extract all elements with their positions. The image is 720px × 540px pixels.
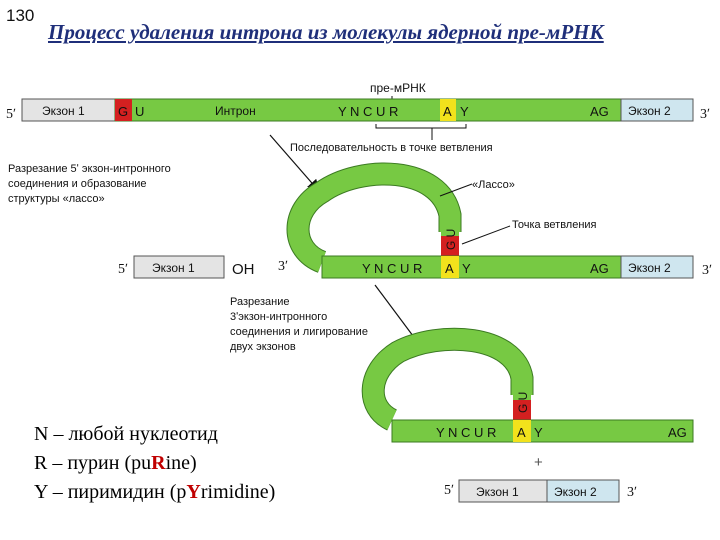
step2-text: Разрезание 3ʹэкзон-интронного соединения… [230, 296, 371, 353]
exon1-box-2 [133, 255, 225, 279]
exon2-label-2: Экзон 2 [628, 261, 671, 275]
five-prime-label-3: 5ʹ [444, 483, 454, 498]
legend-y: Y – пиримидин (pYrimidine) [34, 481, 276, 503]
step1-arrow [269, 134, 320, 192]
branch-seq-label: Последовательность в точке ветвления [290, 142, 493, 154]
seq-left-2: Y N C U R [362, 261, 422, 276]
legend-n: N – любой нуклеотид [34, 423, 218, 445]
premrna-label: пре-мРНК [370, 81, 426, 95]
a-letter-3: A [517, 425, 526, 440]
gu-box-bg-3 [513, 380, 531, 400]
branch-point-label: Точка ветвления [512, 219, 597, 231]
branch-seq-bracket [375, 124, 467, 129]
lasso-loop-3 [362, 328, 533, 430]
exon1-label-3: Экзон 1 [476, 485, 519, 499]
exon2-box-2 [620, 255, 694, 279]
oh-label: OH [232, 261, 255, 278]
three-prime-label-2: 3ʹ [702, 263, 712, 278]
gu-vertical-3: G U [516, 392, 530, 413]
gu-vertical: G U [444, 229, 458, 250]
g-box-lasso-3 [513, 400, 531, 420]
lasso-label: «Лассо» [472, 179, 515, 191]
u-letter: U [135, 104, 144, 119]
g-box [115, 99, 132, 121]
five-prime-label-2: 5ʹ [118, 262, 128, 277]
seq-left-3: Y N C U R [436, 425, 496, 440]
seq-right-3: Y [534, 425, 543, 440]
ag-label-3: AG [668, 425, 687, 440]
step1-text: Разрезание 5ʹ экзон-интронного соединени… [8, 163, 174, 205]
exon2-label-3: Экзон 2 [554, 485, 597, 499]
three-prime-label-3: 3ʹ [627, 485, 637, 500]
exon1-label-2: Экзон 1 [152, 261, 195, 275]
a-box-2 [441, 256, 459, 278]
exon1-label: Экзон 1 [42, 104, 85, 118]
g-box-lasso [441, 236, 459, 256]
ag-label-2: AG [590, 261, 609, 276]
gu-box-bg [441, 216, 459, 236]
seq-right-2: Y [462, 261, 471, 276]
legend-r: R – пурин (puRine) [34, 452, 197, 474]
exon2-label: Экзон 2 [628, 104, 671, 118]
seq-right: Y [460, 104, 469, 119]
lasso-loop [287, 163, 461, 272]
three-prime-label: 3ʹ [700, 107, 710, 122]
a-letter-2: A [445, 261, 454, 276]
plus-sign: + [534, 454, 543, 471]
ag-label: AG [590, 104, 609, 119]
slide-number: 130 [6, 6, 35, 25]
a-box [440, 99, 456, 121]
intron-label: Интрон [215, 104, 256, 118]
page-title: Процесс удаления интрона из молекулы яде… [48, 20, 604, 44]
five-prime-label: 5ʹ [6, 107, 16, 122]
exon2-box [620, 98, 694, 122]
a-letter: A [443, 104, 452, 119]
exon2-box-3 [546, 479, 620, 503]
seq-left: Y N C U R [338, 104, 398, 119]
a-box-3 [513, 420, 531, 442]
intron-bar-3 [391, 419, 694, 443]
oh-three-prime: 3ʹ [278, 259, 288, 274]
g-letter: G [118, 104, 128, 119]
legend: N – любой нуклеотид R – пурин (puRine) Y… [34, 420, 275, 507]
